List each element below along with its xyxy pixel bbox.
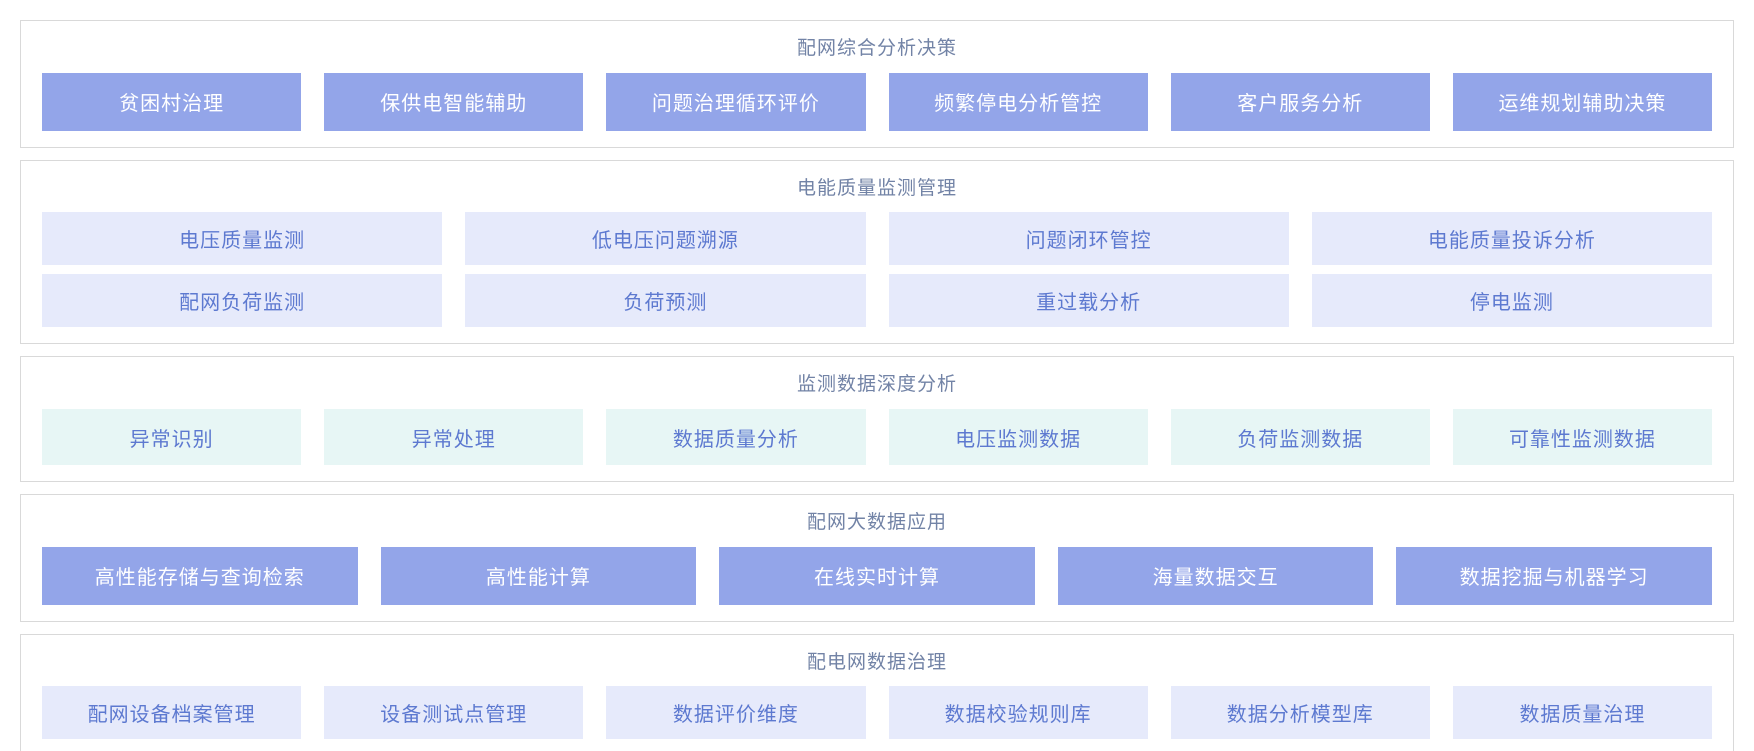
tile-button-monitoring-data-deep-analysis-0-5[interactable]: 可靠性监测数据 — [1452, 409, 1713, 466]
section-monitoring-data-deep-analysis: 监测数据深度分析异常识别异常处理数据质量分析电压监测数据负荷监测数据可靠性监测数… — [20, 356, 1734, 483]
section-comprehensive-analysis-decision: 配网综合分析决策贫困村治理保供电智能辅助问题治理循环评价频繁停电分析管控客户服务… — [20, 20, 1734, 148]
section-distribution-data-governance: 配电网数据治理配网设备档案管理设备测试点管理数据评价维度数据校验规则库数据分析模… — [20, 633, 1734, 751]
tile-button-distribution-data-governance-0-5[interactable]: 数据质量治理 — [1452, 686, 1713, 740]
tile-button-monitoring-data-deep-analysis-0-1[interactable]: 异常处理 — [324, 409, 584, 466]
tile-button-distribution-big-data-application-0-4[interactable]: 数据挖掘与机器学习 — [1396, 546, 1712, 605]
tile-button-distribution-data-governance-0-0[interactable]: 配网设备档案管理 — [42, 686, 302, 740]
tile-button-monitoring-data-deep-analysis-0-2[interactable]: 数据质量分析 — [606, 409, 866, 466]
sections-container: 配网综合分析决策贫困村治理保供电智能辅助问题治理循环评价频繁停电分析管控客户服务… — [20, 20, 1734, 751]
tile-button-distribution-data-governance-0-4[interactable]: 数据分析模型库 — [1170, 686, 1430, 740]
section-title: 电能质量监测管理 — [796, 177, 957, 199]
tile-button-distribution-big-data-application-0-3[interactable]: 海量数据交互 — [1057, 546, 1374, 605]
tile-button-distribution-big-data-application-0-0[interactable]: 高性能存储与查询检索 — [42, 546, 358, 605]
tile-button-comprehensive-analysis-decision-0-0[interactable]: 贫困村治理 — [42, 72, 302, 131]
tile-button-power-quality-monitoring-1-0[interactable]: 配网负荷监测 — [42, 274, 443, 328]
tile-button-power-quality-monitoring-1-1[interactable]: 负荷预测 — [465, 274, 866, 328]
tile-button-power-quality-monitoring-1-2[interactable]: 重过载分析 — [888, 274, 1289, 328]
tile-row: 配网负荷监测负荷预测重过载分析停电监测 — [42, 274, 1712, 328]
section-title: 配电网数据治理 — [806, 651, 947, 673]
tile-row: 电压质量监测低电压问题溯源问题闭环管控电能质量投诉分析 — [42, 212, 1712, 266]
tile-row: 配网设备档案管理设备测试点管理数据评价维度数据校验规则库数据分析模型库数据质量治… — [42, 686, 1713, 740]
section-power-quality-monitoring: 电能质量监测管理电压质量监测低电压问题溯源问题闭环管控电能质量投诉分析配网负荷监… — [20, 159, 1734, 345]
tile-button-power-quality-monitoring-1-3[interactable]: 停电监测 — [1311, 274, 1712, 328]
tile-button-power-quality-monitoring-0-1[interactable]: 低电压问题溯源 — [465, 212, 866, 266]
tile-button-distribution-data-governance-0-2[interactable]: 数据评价维度 — [606, 686, 866, 740]
tile-button-monitoring-data-deep-analysis-0-0[interactable]: 异常识别 — [42, 409, 302, 466]
tile-button-comprehensive-analysis-decision-0-2[interactable]: 问题治理循环评价 — [606, 72, 866, 131]
tile-button-distribution-big-data-application-0-1[interactable]: 高性能计算 — [380, 546, 697, 605]
tile-button-power-quality-monitoring-0-2[interactable]: 问题闭环管控 — [888, 212, 1289, 266]
tile-button-distribution-data-governance-0-3[interactable]: 数据校验规则库 — [888, 686, 1148, 740]
tile-button-monitoring-data-deep-analysis-0-4[interactable]: 负荷监测数据 — [1170, 409, 1430, 466]
tile-row: 异常识别异常处理数据质量分析电压监测数据负荷监测数据可靠性监测数据 — [42, 409, 1713, 466]
tile-button-monitoring-data-deep-analysis-0-3[interactable]: 电压监测数据 — [888, 409, 1148, 466]
tile-button-comprehensive-analysis-decision-0-5[interactable]: 运维规划辅助决策 — [1452, 72, 1713, 131]
section-distribution-big-data-application: 配网大数据应用高性能存储与查询检索高性能计算在线实时计算海量数据交互数据挖掘与机… — [20, 494, 1734, 622]
tile-button-power-quality-monitoring-0-3[interactable]: 电能质量投诉分析 — [1311, 212, 1712, 266]
section-title: 配网大数据应用 — [806, 512, 947, 534]
tile-button-comprehensive-analysis-decision-0-1[interactable]: 保供电智能辅助 — [324, 72, 584, 131]
section-title: 配网综合分析决策 — [796, 38, 957, 59]
tile-button-comprehensive-analysis-decision-0-4[interactable]: 客户服务分析 — [1170, 72, 1430, 131]
tile-row: 贫困村治理保供电智能辅助问题治理循环评价频繁停电分析管控客户服务分析运维规划辅助… — [42, 72, 1713, 131]
tile-button-comprehensive-analysis-decision-0-3[interactable]: 频繁停电分析管控 — [888, 72, 1148, 131]
tile-button-distribution-big-data-application-0-2[interactable]: 在线实时计算 — [719, 546, 1035, 605]
tile-button-power-quality-monitoring-0-0[interactable]: 电压质量监测 — [42, 212, 443, 266]
tile-button-distribution-data-governance-0-1[interactable]: 设备测试点管理 — [324, 686, 584, 740]
section-title: 监测数据深度分析 — [796, 374, 957, 396]
tile-row: 高性能存储与查询检索高性能计算在线实时计算海量数据交互数据挖掘与机器学习 — [42, 546, 1712, 605]
